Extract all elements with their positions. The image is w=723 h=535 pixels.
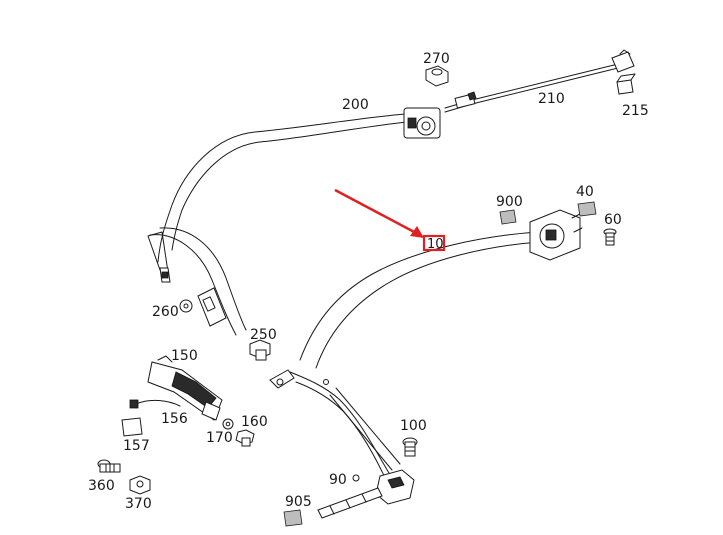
highlight-box-10 [422, 234, 446, 252]
callout-156: 156 [161, 411, 188, 427]
nut-370 [129, 475, 151, 495]
callout-905: 905 [285, 494, 312, 510]
bracket-40 [577, 201, 597, 217]
screw-160 [222, 418, 234, 430]
callout-215: 215 [622, 103, 649, 119]
buckle-150 [147, 355, 223, 421]
cable-210 [444, 49, 635, 113]
callout-200: 200 [342, 97, 369, 113]
callout-40: 40 [576, 184, 594, 200]
callout-900: 900 [496, 194, 523, 210]
callout-360: 360 [88, 478, 115, 494]
callout-90: 90 [329, 472, 347, 488]
bolt-100 [402, 437, 418, 457]
buckle-tongue [159, 267, 227, 327]
callout-100: 100 [400, 418, 427, 434]
bracket-900 [499, 209, 517, 225]
connector-157 [121, 417, 143, 437]
callout-210: 210 [538, 91, 565, 107]
bolt-360 [97, 459, 121, 473]
screw-170 [235, 429, 255, 447]
callout-250: 250 [250, 327, 277, 343]
bolt-250 [249, 339, 271, 361]
pointer-arrow [334, 188, 424, 238]
callout-150: 150 [171, 348, 198, 364]
callout-60: 60 [604, 212, 622, 228]
main-belt-10 [269, 231, 541, 485]
callout-370: 370 [125, 496, 152, 512]
washer-260 [179, 299, 193, 313]
callout-170: 170 [206, 430, 233, 446]
rod-905 [283, 487, 383, 527]
clip-215 [616, 73, 636, 95]
screw-60 [603, 228, 617, 246]
nut-270 [425, 65, 449, 87]
callout-270: 270 [423, 51, 450, 67]
retractor-200 [403, 107, 441, 139]
callout-10: 10 [427, 237, 444, 252]
wire-156 [129, 399, 181, 409]
retractor-upper-right [529, 209, 583, 261]
callout-260: 260 [152, 304, 179, 320]
callout-160: 160 [241, 414, 268, 430]
callout-157: 157 [123, 438, 150, 454]
